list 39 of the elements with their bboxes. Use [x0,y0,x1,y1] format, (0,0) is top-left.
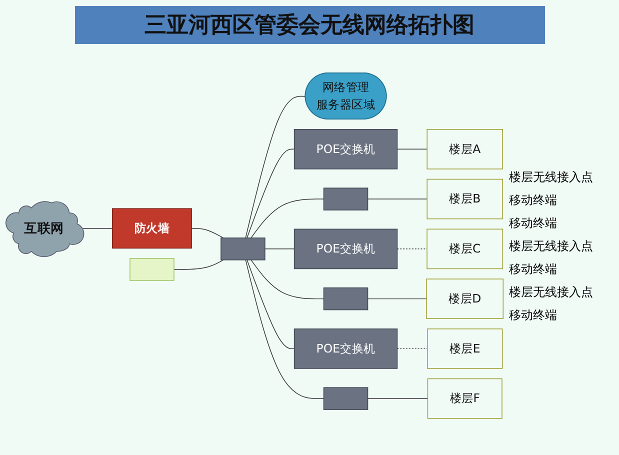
node-box: 楼层D [426,279,504,320]
node-box: POE交换机 [294,129,398,170]
connector [174,260,224,270]
connector [250,260,324,300]
note-label: 移动终端 [509,192,558,208]
node-box: 楼层F [427,378,502,420]
node-box: 防火墙 [112,208,192,249]
node-box: 楼层C [426,229,504,270]
connector [245,96,306,239]
connector [191,228,224,239]
node-box: 楼层B [426,179,503,220]
connector [367,298,427,300]
connector [245,260,324,400]
note-label: 移动终端 [509,260,558,278]
node-box [323,288,368,311]
note-label: 移动终端 [509,306,558,324]
node-box [323,188,368,211]
note-label: 楼层无线接入点 [509,284,594,300]
connector [246,260,295,350]
node-box: POE交换机 [294,229,398,270]
node-box [323,388,368,410]
node-box: 楼层A [426,129,503,170]
connector [396,348,428,350]
connector [250,199,324,239]
connector [264,248,295,250]
note-label: 楼层无线接入点 [509,238,594,254]
connector [82,228,113,230]
connector [396,149,428,150]
node-box: POE交换机 [294,328,398,370]
connector [367,199,428,200]
connector [396,248,428,250]
node-box: 楼层E [427,328,503,370]
title-banner: 三亚河西区管委会无线网络拓扑图 [74,6,544,44]
node-box [220,238,266,261]
connector [367,398,428,400]
node-box [130,258,174,282]
connector [246,149,295,239]
note-label: 楼层无线接入点 [509,168,594,186]
note-label: 移动终端 [509,214,558,232]
